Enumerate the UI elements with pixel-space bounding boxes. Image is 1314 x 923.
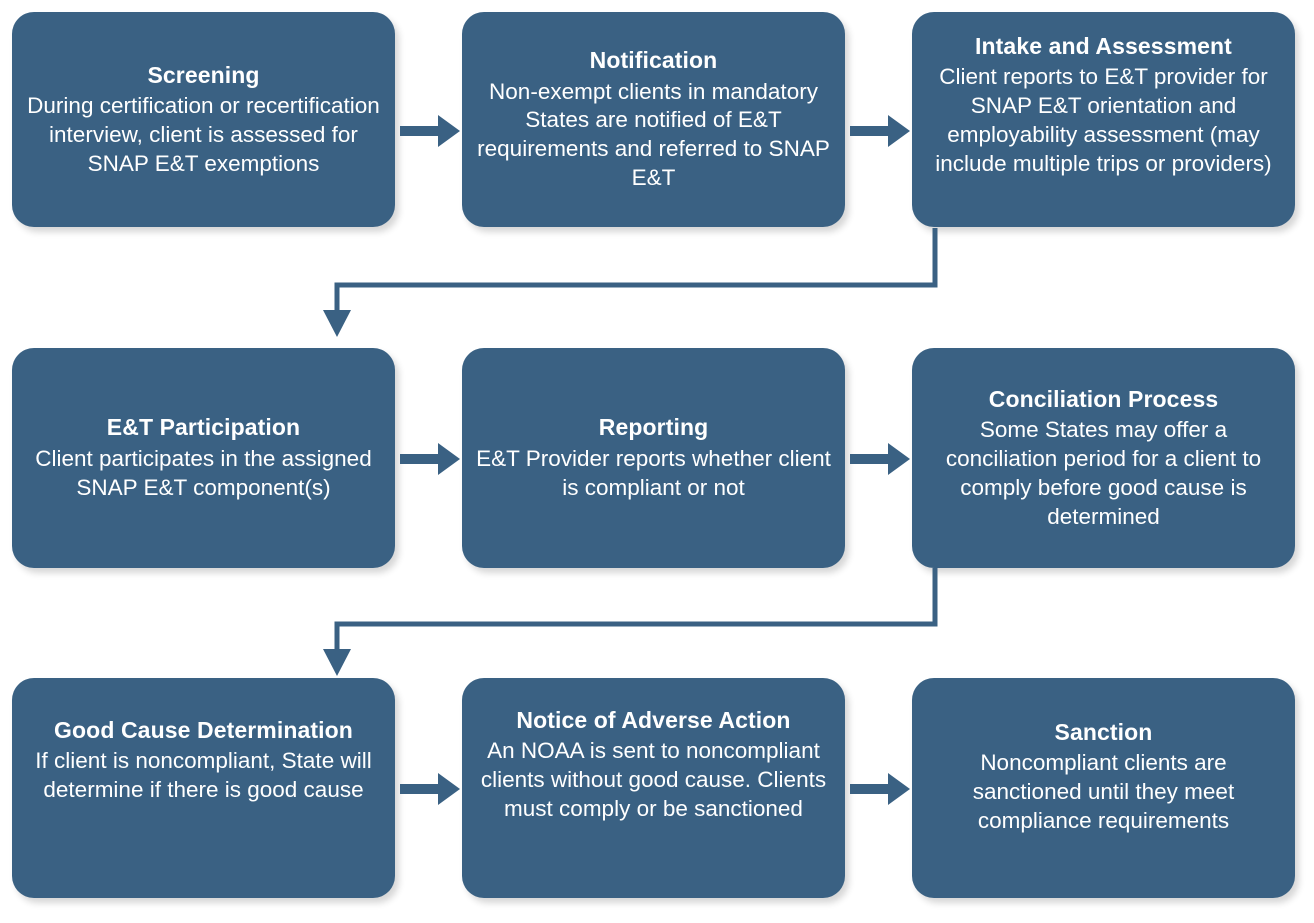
node-title: E&T Participation: [106, 414, 301, 441]
node-title: Screening: [147, 61, 260, 88]
node-body: If client is noncompliant, State will de…: [35, 748, 372, 803]
node-title: Notice of Adverse Action: [516, 707, 791, 733]
node-title: Conciliation Process: [988, 385, 1219, 412]
edge-notification-to-intake: [850, 112, 912, 150]
node-body: During certification or recertification …: [27, 93, 380, 176]
edge-good-cause-to-noaa: [400, 770, 462, 808]
node-body: E&T Provider reports whether client is c…: [476, 445, 831, 500]
node-notification[interactable]: Notification Non-exempt clients in manda…: [462, 12, 845, 227]
node-body: Non-exempt clients in mandatory States a…: [477, 78, 830, 191]
node-body: Some States may offer a conciliation per…: [945, 417, 1262, 529]
node-body: An NOAA is sent to noncompliant clients …: [480, 738, 827, 822]
node-title: Notification: [589, 47, 718, 74]
edge-screening-to-notification: [400, 112, 462, 150]
node-body: Client participates in the assigned SNAP…: [35, 445, 372, 500]
edge-intake-to-et-participation: [320, 228, 950, 343]
node-title: Reporting: [598, 414, 709, 441]
node-notice-of-adverse-action[interactable]: Notice of Adverse Action An NOAA is sent…: [462, 678, 845, 898]
node-title: Intake and Assessment: [975, 33, 1232, 59]
edge-et-participation-to-reporting: [400, 440, 462, 478]
node-sanction[interactable]: Sanction Noncompliant clients are sancti…: [912, 678, 1295, 898]
node-conciliation-process[interactable]: Conciliation Process Some States may off…: [912, 348, 1295, 568]
node-reporting[interactable]: Reporting E&T Provider reports whether c…: [462, 348, 845, 568]
node-body: Client reports to E&T provider for SNAP …: [935, 64, 1272, 176]
node-intake-and-assessment[interactable]: Intake and Assessment Client reports to …: [912, 12, 1295, 227]
edge-reporting-to-conciliation: [850, 440, 912, 478]
node-title: Good Cause Determination: [54, 717, 353, 743]
node-et-participation[interactable]: E&T Participation Client participates in…: [12, 348, 395, 568]
node-title: Sanction: [1054, 719, 1153, 745]
edge-noaa-to-sanction: [850, 770, 912, 808]
edge-conciliation-to-good-cause: [320, 568, 950, 683]
node-good-cause-determination[interactable]: Good Cause Determination If client is no…: [12, 678, 395, 898]
node-screening[interactable]: Screening During certification or recert…: [12, 12, 395, 227]
node-body: Noncompliant clients are sanctioned unti…: [972, 750, 1235, 834]
